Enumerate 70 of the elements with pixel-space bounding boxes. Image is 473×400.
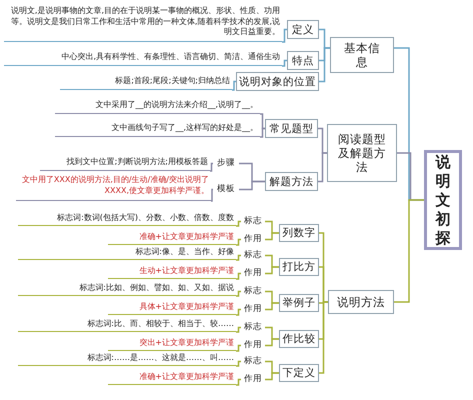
connector-line [236, 326, 241, 333]
topic-box: 列数字 [279, 224, 319, 242]
connector-line [236, 308, 241, 316]
label-text: 作用 [241, 267, 265, 280]
connector-line [236, 254, 241, 261]
note-text: 标志词:比、而、相较于、相当于、较…… [18, 319, 236, 332]
connector-line [318, 152, 327, 182]
topic-box: 举例子 [279, 294, 319, 312]
label-text: 标志 [241, 355, 265, 368]
connector-line [265, 338, 279, 346]
note-text: 文中画线句子写了__,这样写的好处是__。 [55, 123, 260, 137]
label-text: 标志 [241, 249, 265, 262]
label-text: 步骤 [213, 157, 239, 170]
note-text: 文中采用了__的说明方法来介绍__,说明了__。 [55, 100, 260, 114]
connector-line [394, 199, 424, 303]
connector-line [265, 302, 279, 310]
label-text: 标志 [241, 215, 265, 228]
connector-line [236, 220, 241, 227]
note-text: 说明文,是说明事物的文章,目的在于说明某一事物的概况、形状、性质、功用等。说明文是我们日常工作和生活中常用的一种文体,随着科学技术的发展,说明文日益重要。 [4, 6, 282, 42]
topic-box: 说明对象的位置 [236, 72, 319, 91]
connector-line [232, 80, 236, 91]
note-text: 准确+让文章更加科学严谨 [108, 372, 236, 385]
note-text: 文中用了XXX的说明方法,目的/生动/准确/突出说明了XXXX,使文章更加科学严谨。 [16, 175, 211, 201]
note-text: 标题;首段;尾段;关键句;归纳总结 [60, 76, 232, 90]
label-text: 作用 [241, 339, 265, 352]
note-text: 突出+让文章更加科学严谨 [108, 338, 236, 351]
branch-box: 基本信息 [330, 37, 394, 73]
topic-box: 作比较 [279, 330, 319, 348]
label-text: 标志 [241, 285, 265, 298]
topic-box: 常见题型 [265, 119, 318, 138]
connector-line [236, 344, 241, 352]
topic-box: 打比方 [279, 258, 319, 276]
topic-box: 解题方法 [265, 172, 318, 191]
label-text: 标志 [241, 321, 265, 334]
connector-line [260, 128, 265, 138]
note-text: 中心突出,具有科学性、有条理性、语言确切、简洁、通俗生动 [4, 52, 282, 66]
label-text: 作用 [241, 303, 265, 316]
note-text: 标志词:……是……、这就是……、叫…… [18, 353, 236, 366]
connector-line [236, 272, 241, 280]
branch-box: 说明方法 [328, 290, 394, 314]
note-text: 具体+让文章更加科学严谨 [108, 302, 236, 315]
branch-box: 阅读题型及解题方法 [327, 124, 397, 182]
note-text: 生动+让文章更加科学严谨 [108, 266, 236, 279]
note-text: 标志词:数词(包括大写)、分数、小数、倍数、度数 [18, 213, 236, 226]
connector-line [282, 28, 287, 43]
label-text: 作用 [241, 373, 265, 386]
connector-line [265, 266, 279, 274]
note-text: 标志词:像、是、当作、好像 [18, 247, 236, 260]
connector-line [236, 378, 241, 386]
label-text: 模板 [213, 183, 239, 196]
connector-line [319, 301, 328, 374]
note-text: 准确+让文章更加科学严谨 [108, 232, 236, 245]
connector-line [319, 47, 330, 82]
root-box: 说明文初探 [424, 150, 462, 250]
topic-box: 下定义 [279, 364, 319, 382]
connector-line [210, 162, 213, 172]
connector-line [265, 372, 279, 380]
label-text: 作用 [241, 233, 265, 246]
connector-line [265, 232, 279, 240]
connector-line [236, 290, 241, 297]
connector-line [282, 60, 287, 67]
topic-box: 定义 [287, 20, 319, 39]
connector-line [236, 360, 241, 367]
connector-line [260, 113, 265, 130]
note-text: 找到文中位置;判断说明方法;用模板答题 [40, 157, 210, 171]
note-text: 标志词:比如、例如、譬如、如、又如、据说 [18, 283, 236, 296]
connector-line [210, 188, 214, 202]
connector-line [236, 238, 241, 246]
connector-line [239, 180, 265, 190]
topic-box: 特点 [287, 51, 319, 70]
